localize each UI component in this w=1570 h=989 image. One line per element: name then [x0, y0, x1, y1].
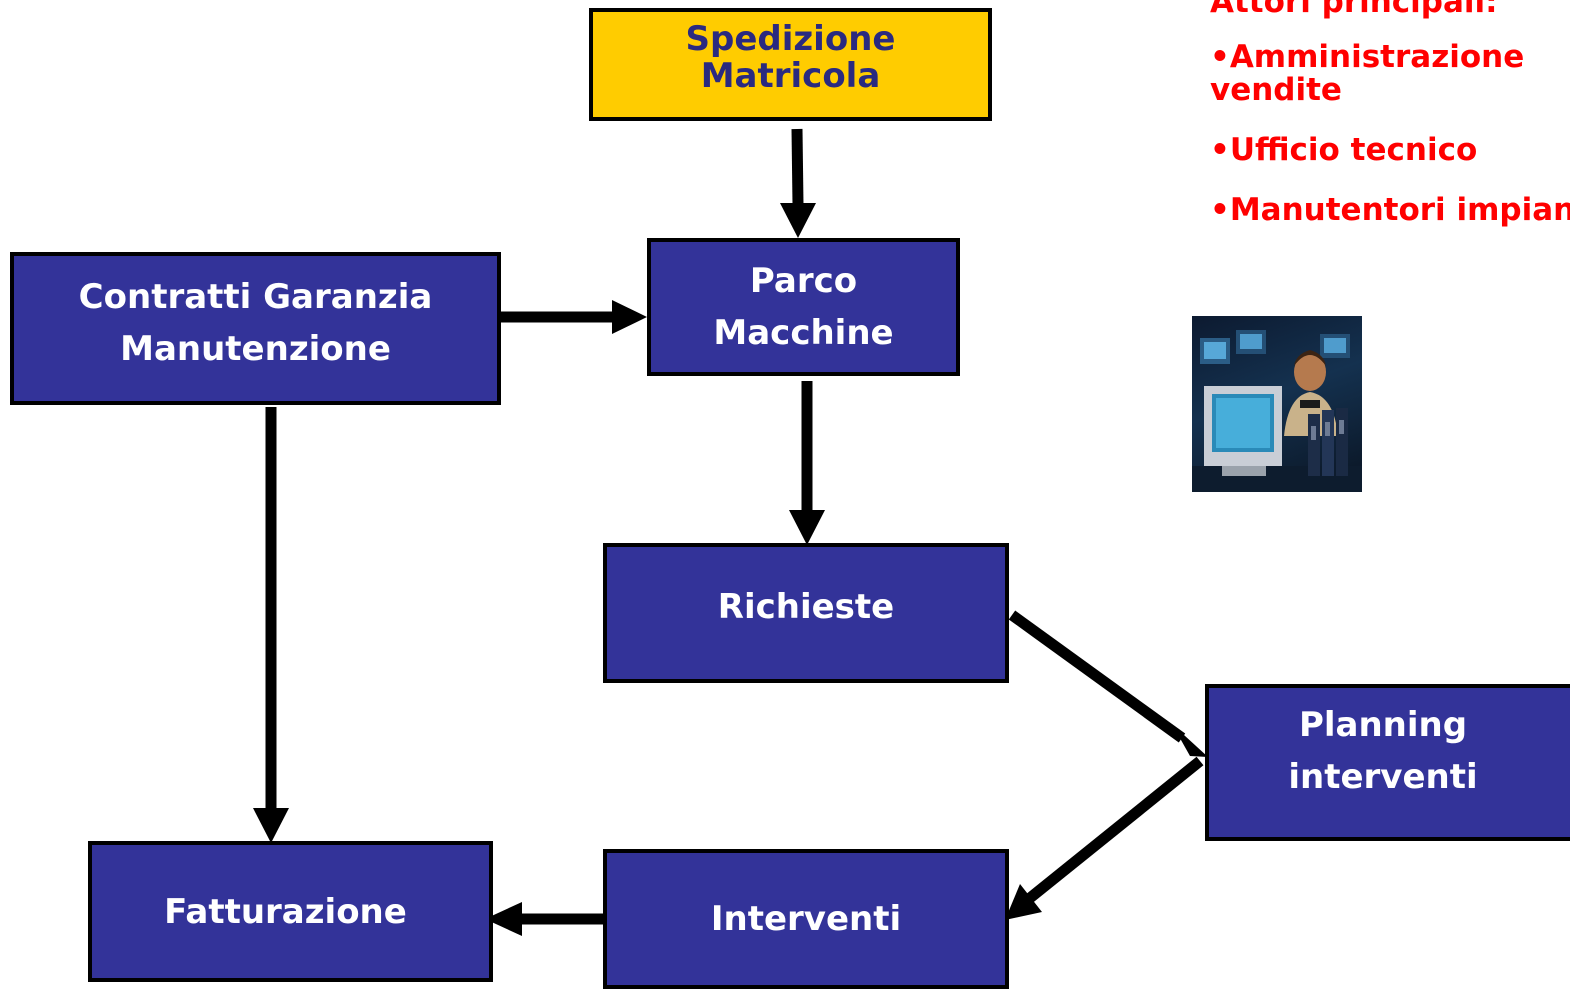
node-spedizione-line-1: Spedizione [685, 18, 896, 59]
node-contratti-line-1: Contratti Garanzia [78, 276, 433, 317]
node-planning-interventi: Planning interventi [1205, 684, 1570, 841]
arrowhead-planning-to-interventi [1005, 884, 1042, 920]
node-richieste-line-1: Richieste [717, 587, 895, 627]
node-parco-macchine: Parco Macchine [647, 238, 960, 376]
node-spedizione-matricola: Spedizione Matricola [589, 8, 992, 121]
actor-item-amministrazione: •Amministrazione vendite [1210, 39, 1525, 108]
arrowhead-parco-to-richieste [789, 510, 825, 545]
node-planning-line-2: interventi [1288, 756, 1478, 797]
node-contratti-garanzia-manutenzione: Contratti Garanzia Manutenzione [10, 252, 501, 405]
arrowhead-contratti-to-fatturazione [253, 808, 289, 843]
arrow-richieste-to-planning [1008, 610, 1186, 743]
arrow-spedizione-to-parco [791, 128, 804, 206]
node-fatturazione-line-1: Fatturazione [164, 891, 407, 932]
arrowhead-richieste-to-planning [1172, 724, 1208, 757]
arrowhead-interventi-to-fatturazione [485, 902, 522, 936]
node-parco-line-1: Parco [749, 261, 858, 301]
node-richieste: Richieste [603, 543, 1009, 683]
node-fatturazione: Fatturazione [88, 841, 493, 982]
person-at-computer-image [1192, 316, 1362, 492]
arrowhead-contratti-to-parco [612, 300, 647, 334]
node-interventi-line-1: Interventi [710, 899, 902, 939]
arrow-planning-to-interventi [1026, 756, 1204, 903]
actor-item-ufficio-tecnico: •Ufficio tecnico [1210, 132, 1478, 168]
node-contratti-line-2: Manutenzione [120, 328, 391, 369]
node-spedizione-line-2: Matricola [700, 55, 881, 96]
arrowhead-spedizione-to-parco [780, 203, 816, 238]
node-parco-line-2: Macchine [713, 313, 894, 353]
actors-panel: Attori principali: •Amministrazione vend… [1210, 0, 1570, 254]
node-planning-line-1: Planning [1298, 704, 1468, 745]
actors-title: Attori principali: [1210, 0, 1498, 20]
actor-item-manutentori: •Manutentori impianti [1210, 192, 1570, 228]
node-interventi: Interventi [603, 849, 1009, 989]
